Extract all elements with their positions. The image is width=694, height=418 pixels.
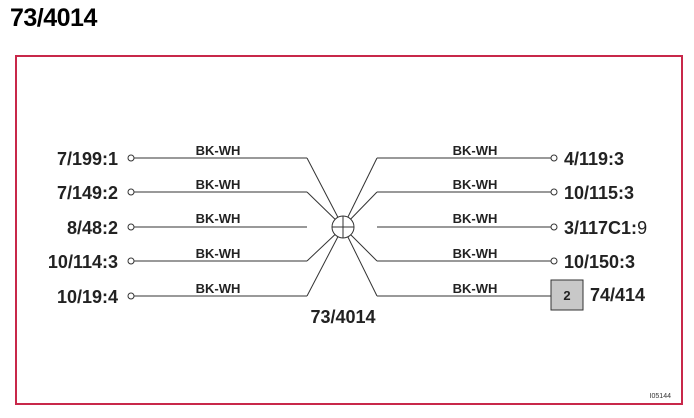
left-wire-label-2: BK-WH xyxy=(196,177,241,192)
right-pin-label-2: 10/115:3 xyxy=(564,183,634,203)
left-pin-label-1: 7/199:1 xyxy=(57,149,118,169)
left-terminal-2 xyxy=(127,188,135,196)
left-pin-label-4: 10/114:3 xyxy=(48,252,118,272)
left-pin-label-5: 10/19:4 xyxy=(57,287,118,307)
left-wire-label-3: BK-WH xyxy=(196,211,241,226)
right-pin-label-3-suffix: 9 xyxy=(637,218,647,238)
left-diag-5 xyxy=(306,226,344,297)
left-pin-label-2: 7/149:2 xyxy=(57,183,118,203)
right-wire-label-5: BK-WH xyxy=(453,281,498,296)
left-terminal-5 xyxy=(127,292,135,300)
left-wire-label-4: BK-WH xyxy=(196,246,241,261)
right-terminal-1 xyxy=(550,154,558,162)
right-pin-label-3-main: 3/117C1: xyxy=(564,218,637,238)
splice-hub-label: 73/4014 xyxy=(310,307,375,327)
right-wire-label-4: BK-WH xyxy=(453,246,498,261)
right-wire-label-3: BK-WH xyxy=(453,211,498,226)
right-pin-label-4: 10/150:3 xyxy=(564,252,635,272)
left-pin-label-3: 8/48:2 xyxy=(67,218,118,238)
right-terminal-4 xyxy=(550,257,558,265)
page-title: 73/4014 xyxy=(10,4,97,32)
connector-badge xyxy=(550,279,584,311)
right-terminal-2 xyxy=(550,188,558,196)
right-terminal-3 xyxy=(550,223,558,231)
right-pin-label-3: 3/117C1:9 xyxy=(564,218,647,238)
right-pin-label-5: 74/414 xyxy=(590,285,645,305)
right-wire-label-2: BK-WH xyxy=(453,177,498,192)
left-diag-1 xyxy=(306,157,344,228)
reference-code: I05144 xyxy=(650,393,672,400)
left-terminal-4 xyxy=(127,257,135,265)
connector-badge-number: 2 xyxy=(563,288,570,303)
right-diag-5 xyxy=(342,226,378,297)
left-terminal-3 xyxy=(127,223,135,231)
right-pin-label-1: 4/119:3 xyxy=(564,149,624,169)
right-diag-1 xyxy=(342,157,378,228)
diagram-frame xyxy=(15,55,683,405)
left-wire-label-1: BK-WH xyxy=(196,143,241,158)
left-wire-label-5: BK-WH xyxy=(196,281,241,296)
right-wire-label-1: BK-WH xyxy=(453,143,498,158)
left-terminal-1 xyxy=(127,154,135,162)
